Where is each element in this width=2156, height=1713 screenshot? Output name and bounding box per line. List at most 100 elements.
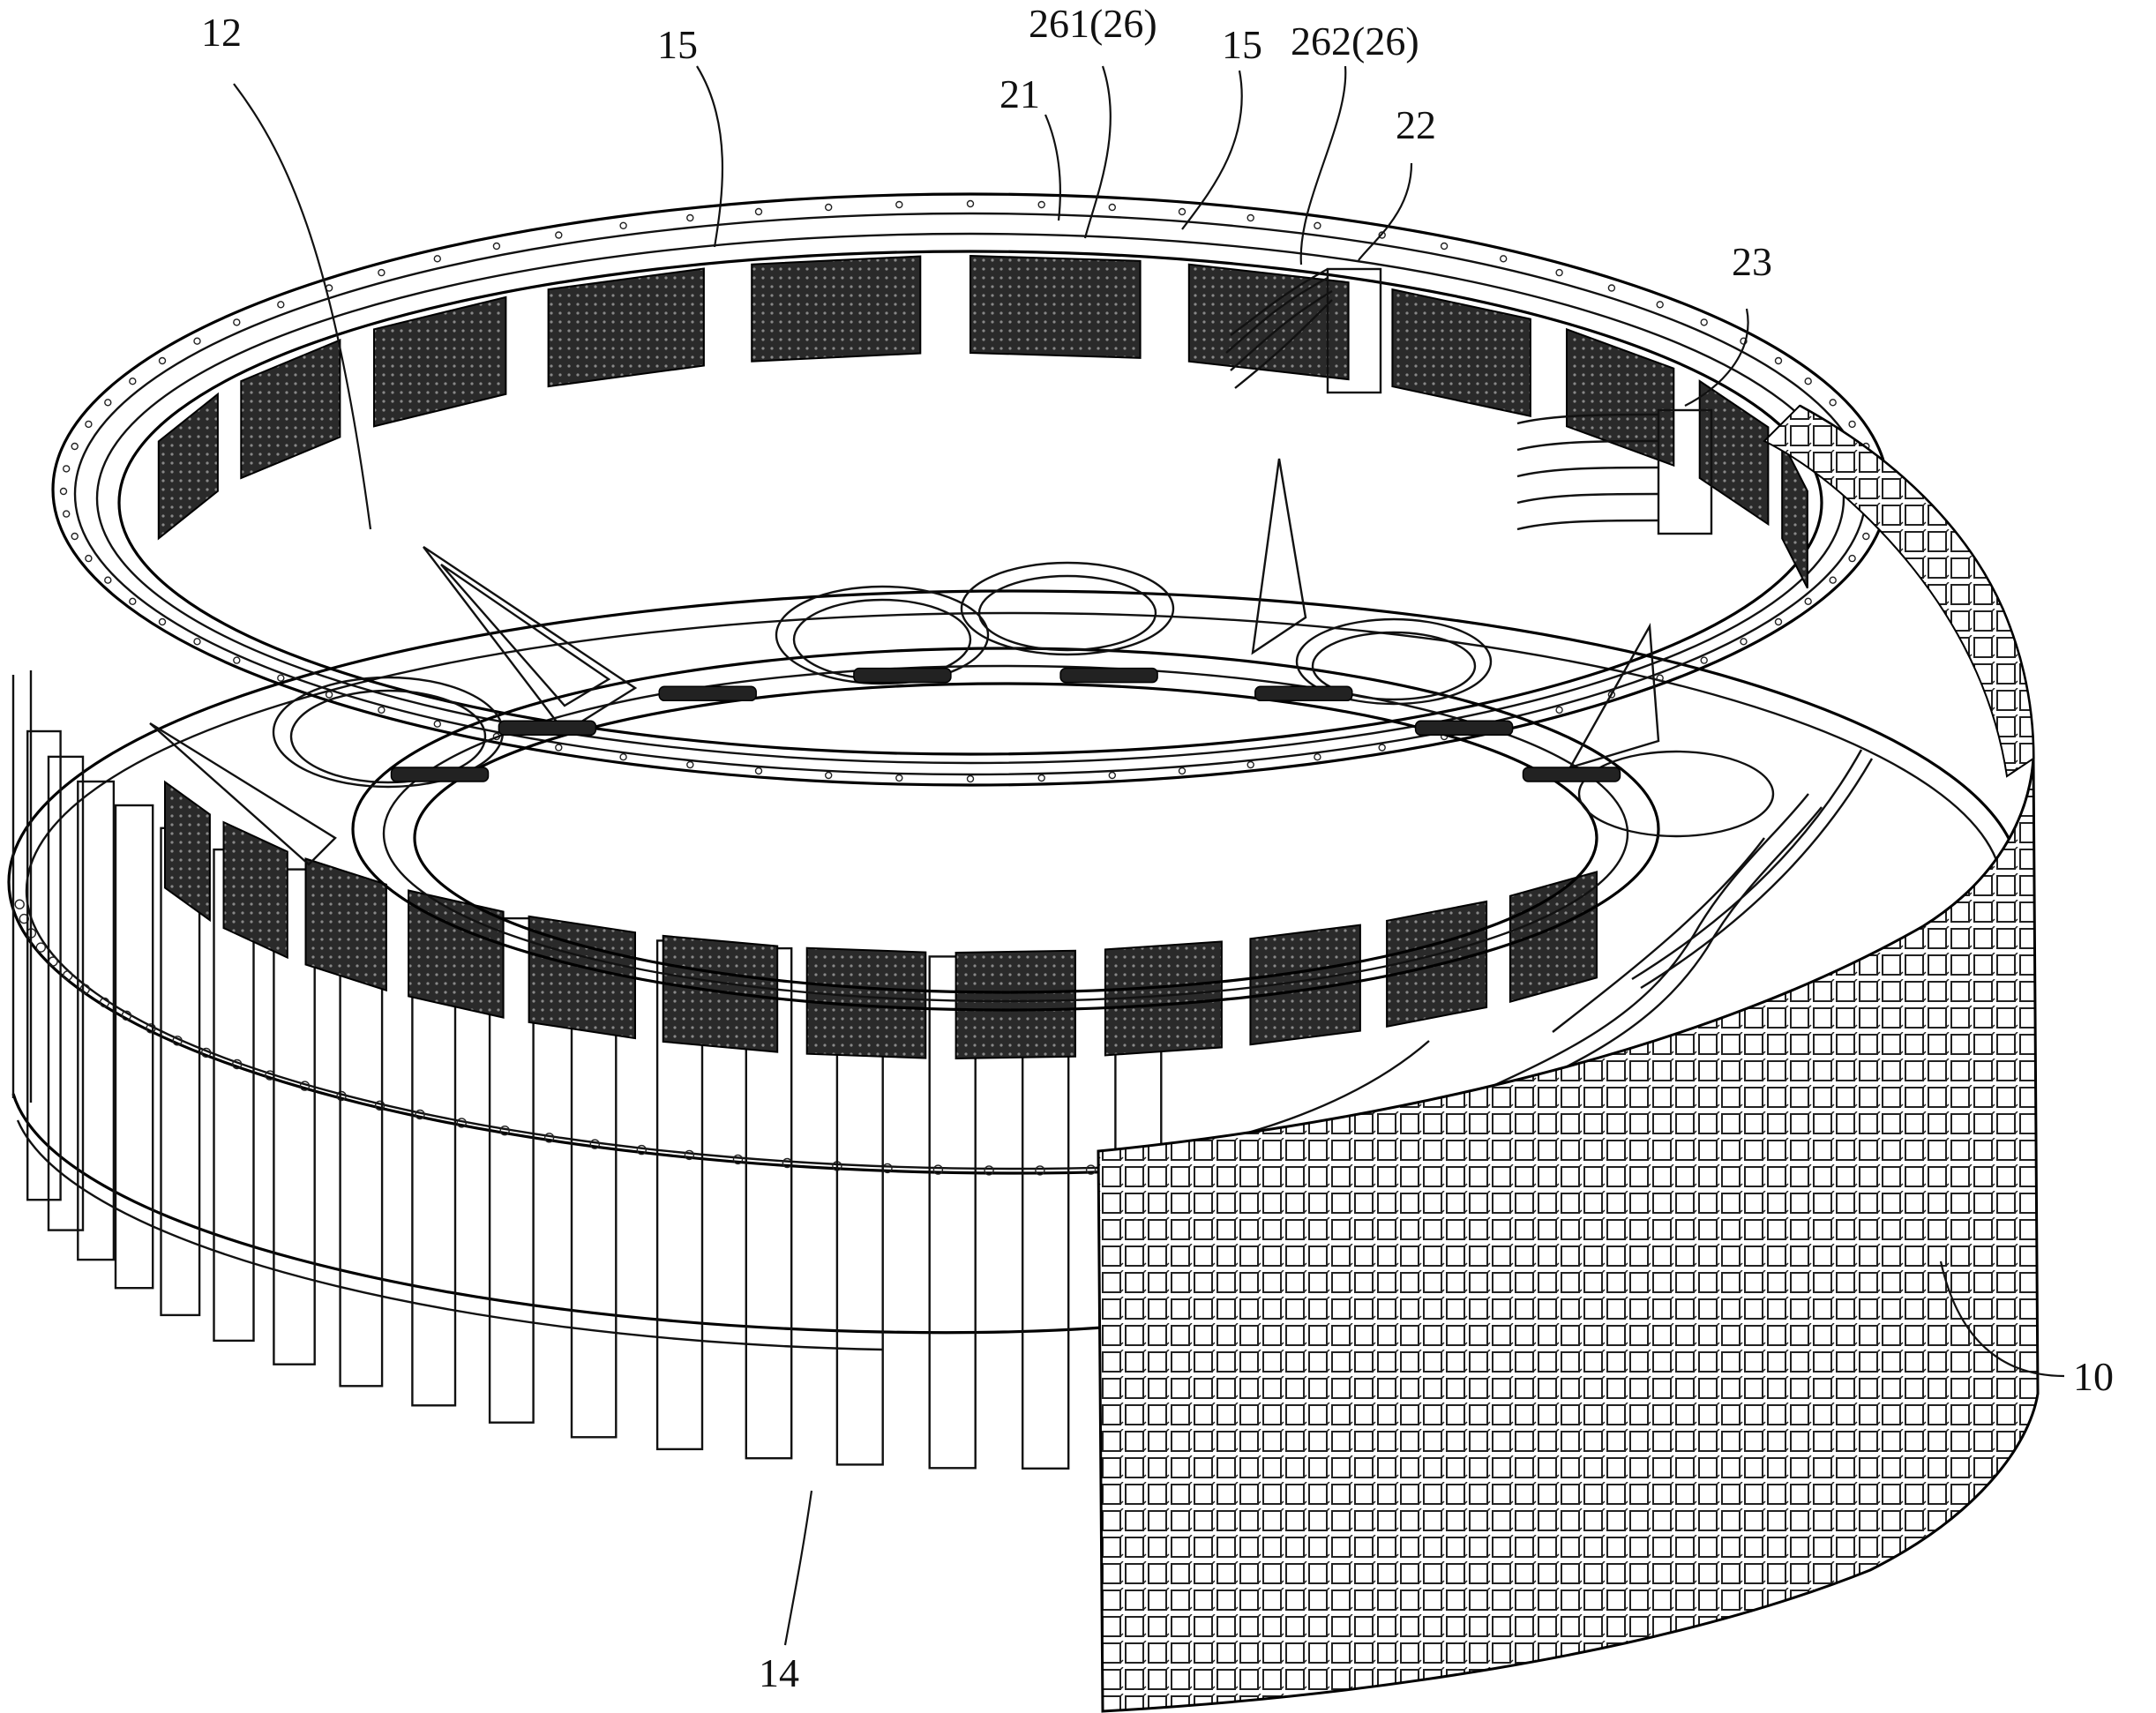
bolt-hole [1035,1165,1045,1176]
bolt-hole [1246,760,1254,769]
bolt-hole [895,774,903,782]
cooling-panel [751,255,922,363]
label-15-left: 15 [657,22,698,67]
bolt-hole [1555,268,1563,277]
disc-slot [1522,767,1621,782]
label-261: 261(26) [1029,1,1157,46]
bolt-hole [492,242,501,251]
bolt-hole [1108,203,1117,212]
vertical-rib [77,780,116,1261]
bolt-hole [1085,1164,1097,1175]
bolt-hole [129,597,137,605]
vertical-rib [26,729,62,1201]
label-23: 23 [1732,239,1772,284]
bolt-hole [232,1058,243,1070]
cooling-panel [1104,940,1223,1057]
bolt-hole [63,970,73,981]
bolt-hole [636,1144,647,1156]
cooling-panel [1566,327,1675,468]
bolt-hole [146,1023,156,1034]
bolt-hole [158,617,167,626]
vertical-rib [47,755,85,1231]
bolt-hole [1804,597,1812,605]
cooling-panel [222,820,288,960]
cooling-panel [157,392,219,541]
bolt-hole [129,378,137,385]
bolt-hole [1037,774,1045,782]
bolt-hole [59,487,68,496]
vertical-rib [114,804,154,1290]
vertical-rib [273,868,316,1365]
cooling-panel [1781,440,1808,589]
bolt-hole [684,1149,695,1161]
label-21: 21 [999,71,1040,116]
bolt-hole [1829,576,1837,584]
cooling-panel [1508,871,1598,1004]
bolt-hole [555,744,563,752]
bolt-hole [14,899,25,909]
bolt-hole [686,213,694,222]
inner-disc [149,458,1775,1012]
pipe-bundle-22 [1225,267,1382,394]
bolt-hole [336,1090,347,1102]
bolt-hole [277,301,285,309]
disc-slot [1059,667,1158,684]
bolt-hole [62,510,71,518]
disc-slots [390,667,1621,782]
bolt-hole [158,356,167,365]
bolt-hole [1246,213,1254,222]
bolt-hole [172,1036,183,1046]
bolt-hole [1774,356,1783,365]
bolt-hole [1499,255,1508,263]
label-22: 22 [1396,102,1436,147]
bolt-hole [1656,301,1664,309]
bolt-hole [104,576,112,584]
pipe-bundle-23 [1516,408,1713,535]
bolt-hole [1440,242,1449,251]
cooling-panel [304,857,387,992]
bolt-hole [1774,617,1783,626]
bolt-hole [35,942,46,953]
cooling-panel [164,780,211,923]
bolt-hole [1555,706,1563,714]
cooling-panel [1698,379,1770,527]
disc-slot [853,667,952,684]
leader-lines [233,65,2065,1646]
bolt-hole [71,532,79,541]
disc-slot [390,767,490,782]
cooling-panel [805,946,927,1059]
bolt-hole [415,1109,425,1120]
bolt-hole [1037,200,1045,209]
bolt-hole [433,255,441,263]
bolt-hole [754,767,763,775]
bolt-hole [754,207,763,216]
bolt-hole [378,706,386,714]
label-262: 262(26) [1291,19,1419,64]
bolt-hole [193,638,201,646]
bolt-hole [79,984,91,995]
bolt-hole [825,771,833,780]
bolt-hole [1656,674,1664,682]
cooling-panel [1391,288,1531,417]
bolt-hole [895,200,903,209]
label-14: 14 [759,1650,799,1695]
cooling-panel [969,254,1142,359]
bolt-hole [71,442,79,451]
bolt-hole [686,760,694,769]
bolt-hole [619,753,627,761]
back-panels [157,254,1808,589]
cooling-panel [528,915,636,1040]
bolt-hole [233,656,241,664]
bolt-hole [619,221,627,230]
bolt-hole [732,1154,744,1165]
bolt-hole [1700,656,1708,664]
bolt-hole [121,1010,132,1021]
cooling-panel [1249,924,1361,1046]
bolt-hole [825,203,833,212]
disc-slot [498,720,597,737]
cooling-panel [1187,263,1350,381]
disc-slot [658,685,757,702]
bolt-hole [1314,753,1321,761]
bolt-hole [104,399,112,407]
bolt-hole [99,997,110,1008]
